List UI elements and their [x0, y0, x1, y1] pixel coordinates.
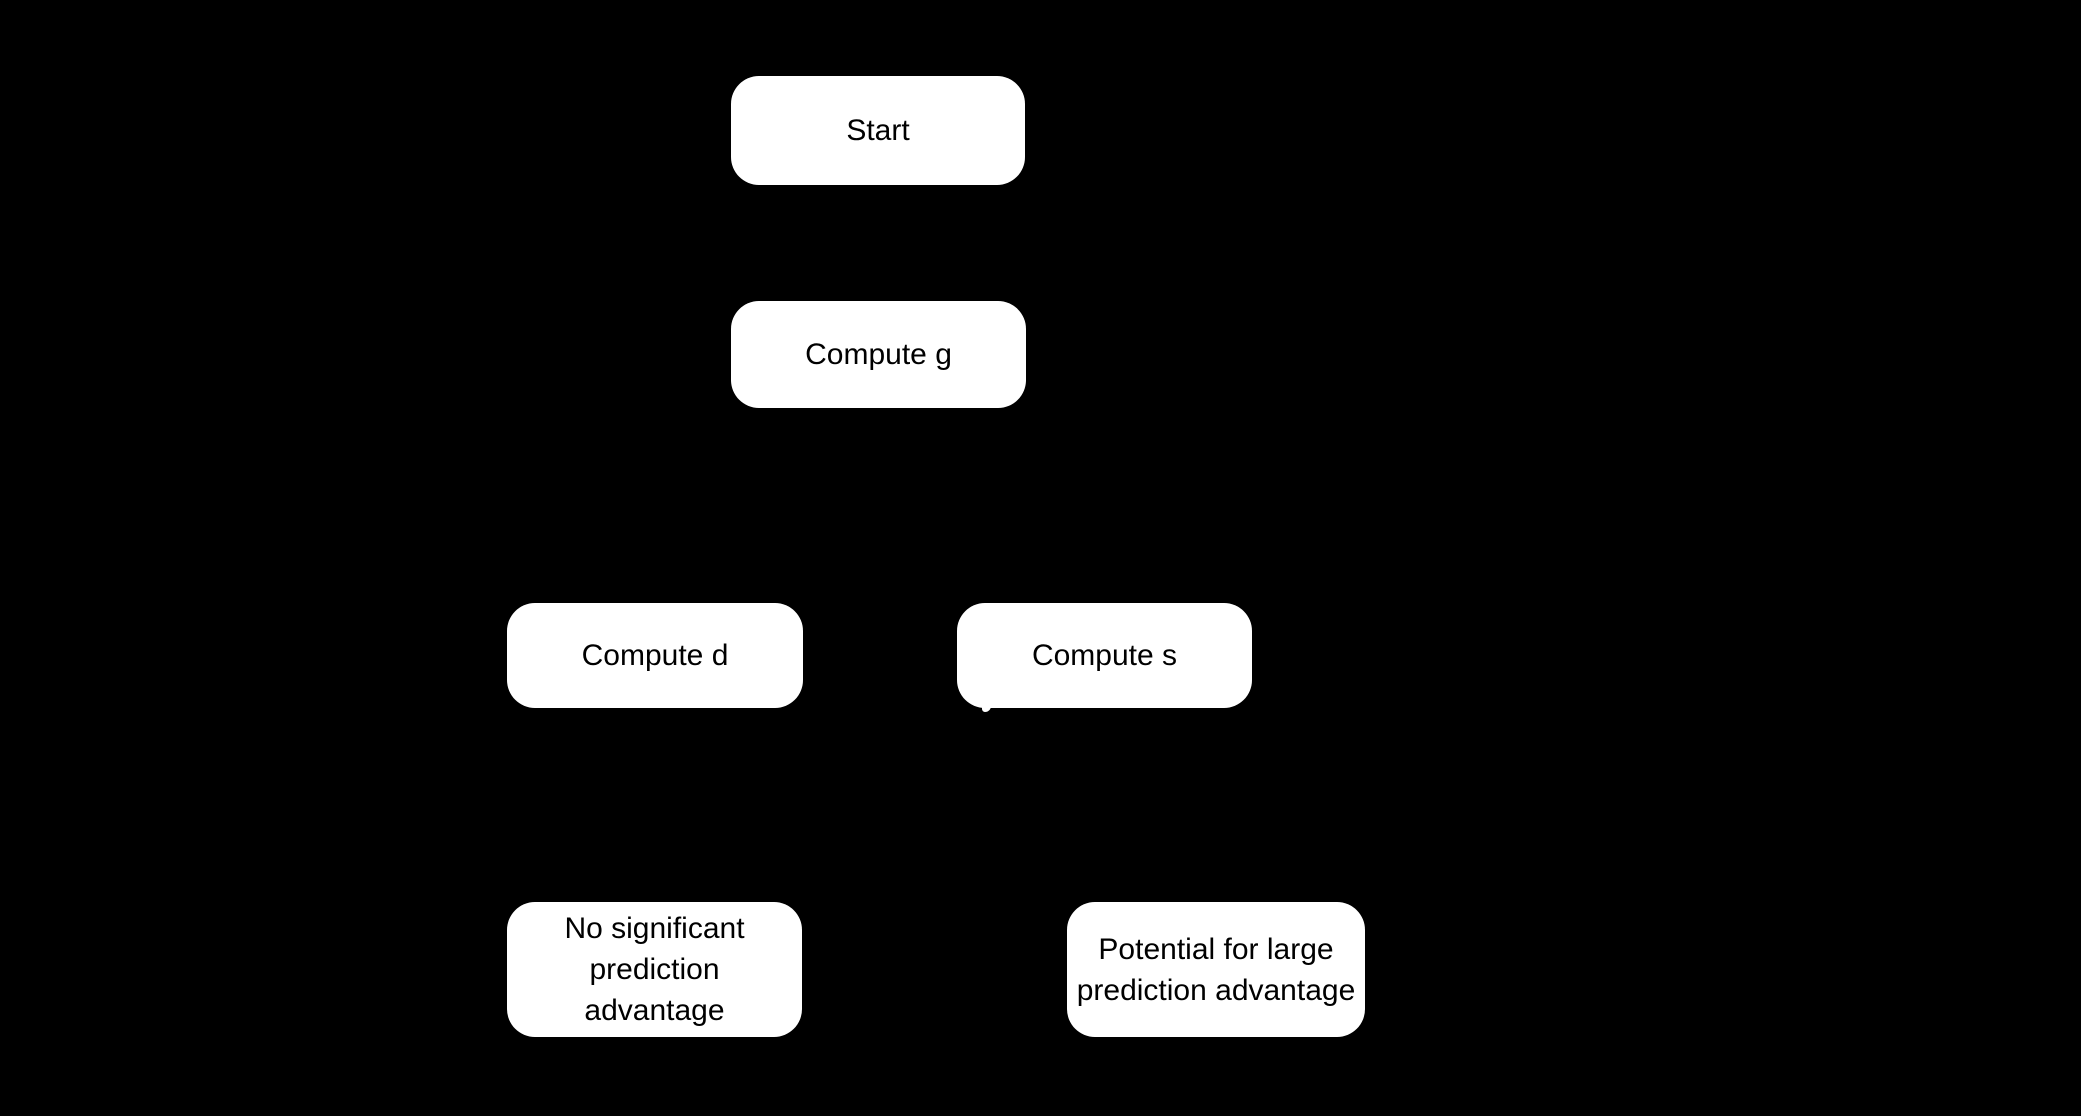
- node-compute-d: Compute d: [507, 603, 803, 708]
- node-start-label: Start: [846, 114, 910, 147]
- stray-mark: [982, 702, 991, 712]
- node-no-significant-prediction-advantage: No significant prediction advantage: [507, 902, 802, 1037]
- node-compute-g-label: Compute g: [805, 338, 952, 371]
- node-compute-d-label: Compute d: [581, 639, 729, 672]
- node-compute-s: Compute s: [957, 603, 1252, 708]
- node-potential-for-large-prediction-advantage: Potential for large prediction advantage: [1067, 902, 1365, 1037]
- node-compute-s-label: Compute s: [1031, 639, 1178, 672]
- node-potential-for-large-prediction-advantage-label: Potential for large prediction advantage: [1076, 932, 1356, 1007]
- node-no-significant-prediction-advantage-label: No significant prediction advantage: [564, 912, 745, 1027]
- node-compute-g: Compute g: [731, 301, 1026, 408]
- node-start: Start: [731, 76, 1025, 185]
